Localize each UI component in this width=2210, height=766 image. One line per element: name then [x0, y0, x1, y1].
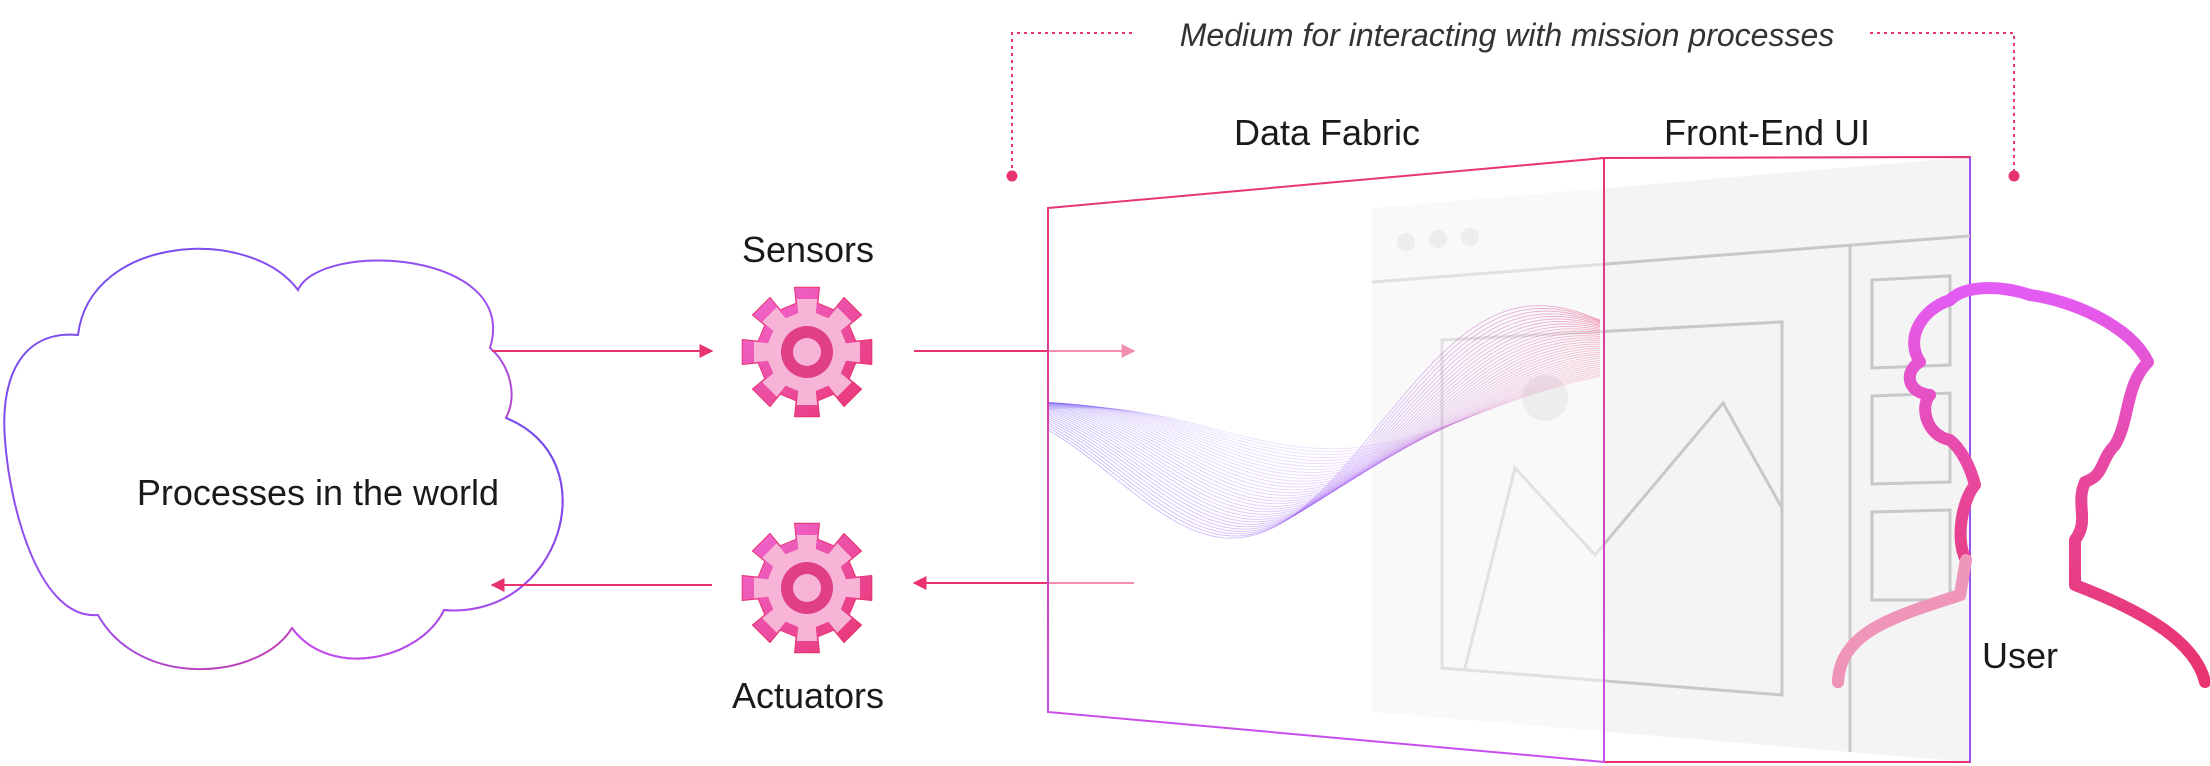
- flow-arrows: [490, 344, 1136, 592]
- wave-line: [1048, 357, 1601, 479]
- cloud-shape: [3, 247, 564, 671]
- wave-line: [1048, 371, 1601, 459]
- sensors-gear-icon: [741, 286, 873, 418]
- caption-title: Medium for interacting with mission proc…: [1180, 17, 1834, 53]
- wave-line: [1048, 355, 1601, 482]
- user-silhouette-icon: [1832, 282, 2210, 688]
- wave-line: [1048, 374, 1601, 453]
- wave-line: [1048, 321, 1601, 525]
- wave-line: [1048, 341, 1601, 502]
- sensors-label: Sensors: [742, 229, 874, 270]
- wave-line: [1048, 343, 1601, 499]
- data-wave-mesh: [1048, 305, 1601, 539]
- wave-line: [1048, 361, 1601, 473]
- caption-bracket: [1006, 32, 2020, 182]
- wave-line: [1048, 369, 1601, 462]
- front-end-ui-label: Front-End UI: [1664, 112, 1870, 153]
- wave-line: [1048, 365, 1601, 467]
- wave-line: [1048, 318, 1601, 528]
- wave-line: [1048, 349, 1601, 491]
- wave-line: [1048, 359, 1601, 476]
- wave-line: [1048, 307, 1601, 537]
- wave-line: [1048, 310, 1601, 535]
- cloud-label: Processes in the world: [137, 472, 499, 513]
- wave-line: [1048, 367, 1601, 465]
- wave-line: [1048, 353, 1601, 485]
- user-label: User: [1982, 635, 2058, 676]
- browser-dots-icon: [1397, 228, 1479, 251]
- data-fabric-plane: [1047, 156, 1605, 764]
- wave-line: [1048, 363, 1601, 470]
- actuators-gear-icon: [741, 522, 873, 654]
- wave-line: [1048, 351, 1601, 488]
- wave-line: [1048, 305, 1601, 539]
- wave-line: [1048, 373, 1601, 456]
- wave-line: [1048, 313, 1601, 532]
- wave-line: [1048, 315, 1601, 530]
- data-fabric-label: Data Fabric: [1234, 112, 1420, 153]
- actuators-label: Actuators: [732, 675, 884, 716]
